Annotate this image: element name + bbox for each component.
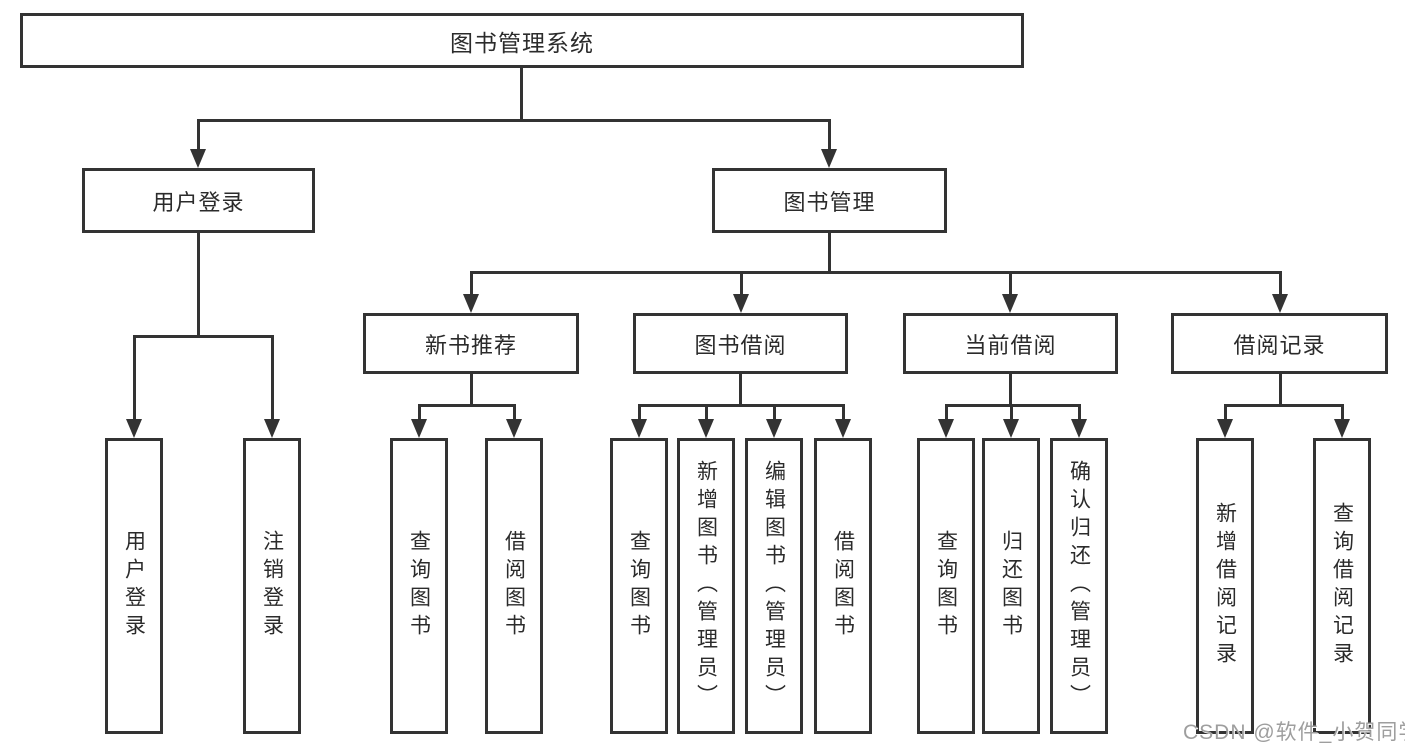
arrowhead-down-icon [264, 419, 280, 438]
connector-vline [828, 119, 831, 150]
node-label: 图书借阅 [694, 332, 787, 358]
node-book-borrowing: 图书借阅 [633, 313, 848, 374]
node-add-books-admin: 新增图书（管理员） [677, 438, 735, 734]
node-label: 注销登录 [260, 530, 284, 642]
connector-vline [705, 404, 708, 420]
node-borrow-books-borrowing: 借阅图书 [814, 438, 872, 734]
arrowhead-down-icon [938, 419, 954, 438]
node-current-borrowing: 当前借阅 [903, 313, 1118, 374]
arrowhead-down-icon [411, 419, 427, 438]
node-new-book-recommendation: 新书推荐 [363, 313, 579, 374]
connector-vline [1341, 404, 1344, 420]
watermark: CSDN @软件_小贺同学 [1183, 721, 1405, 744]
arrowhead-down-icon [835, 419, 851, 438]
connector-hline [470, 271, 1281, 274]
node-label: 图书管理 [783, 189, 876, 215]
arrowhead-down-icon [1002, 294, 1018, 313]
connector-vline [1224, 404, 1227, 420]
arrowhead-down-icon [821, 149, 837, 168]
node-label: 借阅记录 [1233, 332, 1326, 358]
node-return-books: 归还图书 [982, 438, 1040, 734]
arrowhead-down-icon [126, 419, 142, 438]
connector-vline [739, 374, 742, 407]
connector-hline [133, 335, 273, 338]
node-add-borrow-record: 新增借阅记录 [1196, 438, 1254, 734]
arrowhead-down-icon [463, 294, 479, 313]
connector-hline [638, 404, 844, 407]
node-query-books-recommend: 查询图书 [390, 438, 448, 734]
arrowhead-down-icon [1334, 419, 1350, 438]
connector-vline [1009, 374, 1012, 407]
connector-hline [197, 119, 831, 122]
node-borrowing-records: 借阅记录 [1171, 313, 1388, 374]
node-label: 用户登录 [122, 530, 146, 642]
connector-vline [1078, 404, 1081, 420]
node-label: 查询图书 [407, 530, 431, 642]
connector-vline [470, 374, 473, 407]
arrowhead-down-icon [698, 419, 714, 438]
connector-vline [133, 335, 136, 420]
node-borrow-books-recommend: 借阅图书 [485, 438, 543, 734]
node-query-books-current: 查询图书 [917, 438, 975, 734]
node-label: 借阅图书 [831, 530, 855, 642]
connector-vline [470, 271, 473, 298]
node-logout: 注销登录 [243, 438, 301, 734]
arrowhead-down-icon [766, 419, 782, 438]
connector-vline [197, 233, 200, 338]
connector-hline [418, 404, 515, 407]
node-label: 确认归还（管理员） [1067, 460, 1091, 712]
connector-vline [1279, 374, 1282, 407]
connector-vline [842, 404, 845, 420]
arrowhead-down-icon [1071, 419, 1087, 438]
node-label: 新书推荐 [424, 332, 517, 358]
connector-vline [638, 404, 641, 420]
node-query-books-borrowing: 查询图书 [610, 438, 668, 734]
connector-vline [1279, 271, 1282, 298]
arrowhead-down-icon [190, 149, 206, 168]
arrowhead-down-icon [1217, 419, 1233, 438]
connector-vline [1009, 271, 1012, 298]
connector-vline [1010, 404, 1013, 420]
connector-vline [197, 119, 200, 150]
node-label: 新增借阅记录 [1213, 502, 1237, 670]
arrowhead-down-icon [506, 419, 522, 438]
node-user-login-action: 用户登录 [105, 438, 163, 734]
connector-vline [271, 335, 274, 420]
connector-vline [740, 271, 743, 298]
connector-vline [513, 404, 516, 420]
node-label: 当前借阅 [964, 332, 1057, 358]
connector-vline [828, 233, 831, 274]
node-label: 归还图书 [999, 530, 1023, 642]
node-book-management: 图书管理 [712, 168, 947, 233]
node-label: 查询图书 [627, 530, 651, 642]
node-label: 新增图书（管理员） [694, 460, 718, 712]
arrowhead-down-icon [631, 419, 647, 438]
connector-hline [1224, 404, 1343, 407]
node-label: 查询图书 [934, 530, 958, 642]
node-label: 图书管理系统 [450, 29, 594, 56]
node-label: 编辑图书（管理员） [762, 460, 786, 712]
node-user-login: 用户登录 [82, 168, 315, 233]
node-edit-books-admin: 编辑图书（管理员） [745, 438, 803, 734]
connector-vline [945, 404, 948, 420]
arrowhead-down-icon [1272, 294, 1288, 313]
node-label: 用户登录 [152, 189, 245, 215]
connector-vline [773, 404, 776, 420]
arrowhead-down-icon [1003, 419, 1019, 438]
node-query-borrow-record: 查询借阅记录 [1313, 438, 1371, 734]
node-label: 借阅图书 [502, 530, 526, 642]
arrowhead-down-icon [733, 294, 749, 313]
connector-vline [418, 404, 421, 420]
node-confirm-return-admin: 确认归还（管理员） [1050, 438, 1108, 734]
connector-vline [520, 68, 523, 122]
node-label: 查询借阅记录 [1330, 502, 1354, 670]
node-library-management-system: 图书管理系统 [20, 13, 1024, 68]
